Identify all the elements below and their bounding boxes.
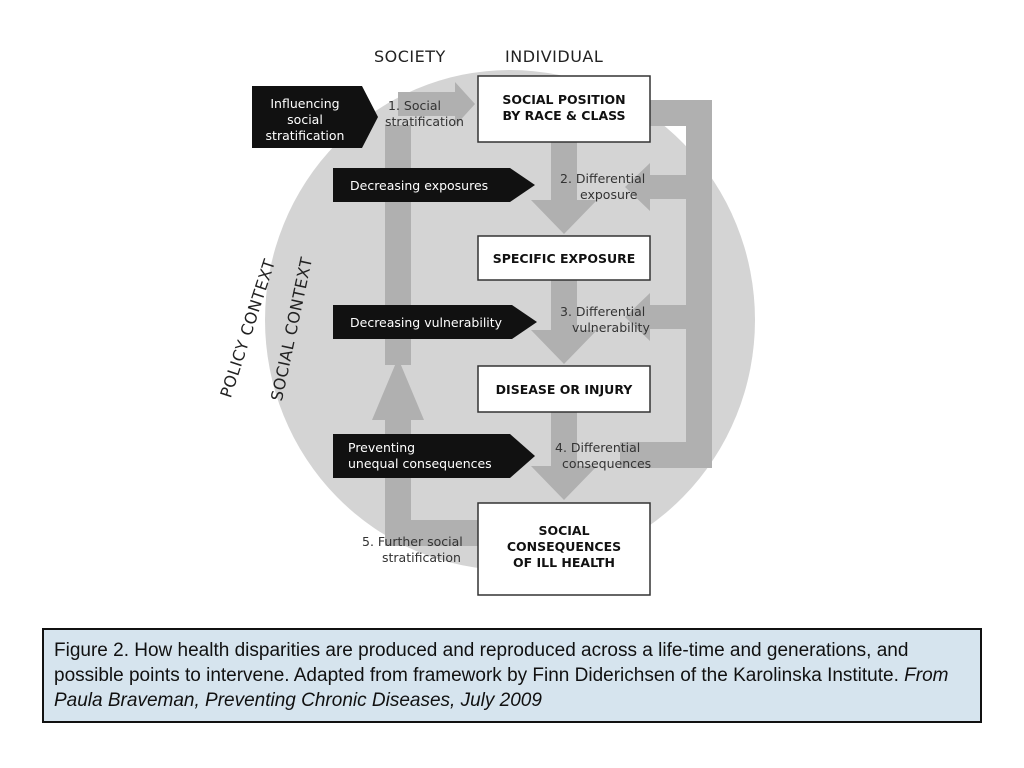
box-specific-exposure: SPECIFIC EXPOSURE [477,235,651,281]
caption-text: Figure 2. How health disparities are pro… [54,640,909,686]
tag-decreasing-exposures: Decreasing exposures [333,168,535,202]
society-header: SOCIETY [374,47,446,66]
svg-text:Decreasing vulnerability: Decreasing vulnerability [350,315,503,330]
down-arrow-3 [531,412,597,500]
down-arrow-2 [531,280,597,364]
svg-text:Decreasing exposures: Decreasing exposures [350,178,488,193]
down-arrow-1 [531,142,597,234]
svg-text:SPECIFIC EXPOSURE: SPECIFIC EXPOSURE [493,251,636,266]
figure-caption: Figure 2. How health disparities are pro… [42,628,982,723]
feedback-loop-right [686,100,712,468]
individual-header: INDIVIDUAL [505,47,603,66]
arrow-left-vulnerability [625,293,686,341]
caption-source: From Paula Braveman, Preventing Chronic … [54,665,949,711]
step5-connector [385,520,480,546]
tag-decreasing-vulnerability: Decreasing vulnerability [333,305,537,339]
arrow-into-social-position [398,82,475,126]
feedback-loop-bottom [620,442,712,468]
arrow-left-exposure [625,163,686,211]
box-disease-injury: DISEASE OR INJURY [477,365,651,413]
health-disparities-diagram: POLICY CONTEXT SOCIAL CONTEXT SOCIETY IN… [216,47,755,596]
svg-text:DISEASE OR INJURY: DISEASE OR INJURY [496,382,634,397]
